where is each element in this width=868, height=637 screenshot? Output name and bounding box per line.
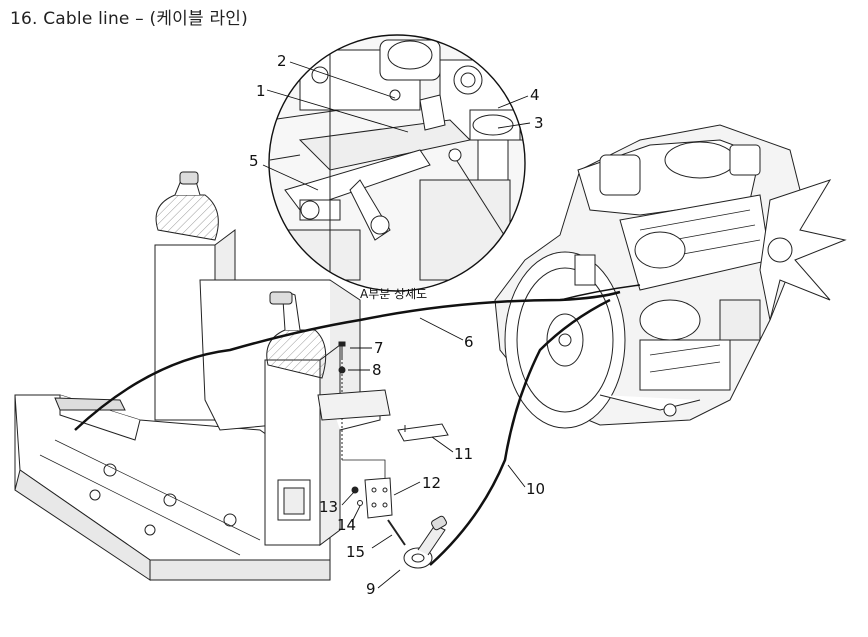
callout-3: 3 [534, 114, 544, 132]
callout-1: 1 [256, 82, 266, 100]
callout-6: 6 [464, 333, 474, 351]
callout-11: 11 [454, 445, 473, 463]
control-frame [14, 171, 381, 581]
page-title: 16. Cable line – (케이블 라인) [10, 9, 248, 29]
callout-5: 5 [249, 152, 259, 170]
callout-10: 10 [526, 480, 545, 498]
cables [74, 284, 641, 566]
callout-13: 13 [319, 498, 338, 516]
callout-8: 8 [372, 361, 382, 379]
callout-numbers: 1 2 3 4 5 6 7 8 9 10 11 12 13 14 15 [249, 52, 545, 598]
detail-caption: A부분 상세도 [360, 287, 427, 301]
engine [494, 124, 847, 429]
callout-7: 7 [374, 339, 384, 357]
callout-15: 15 [346, 543, 365, 561]
callout-2: 2 [277, 52, 287, 70]
parts [317, 341, 449, 569]
leader-lines [262, 61, 531, 589]
callout-12: 12 [422, 474, 441, 492]
callout-9: 9 [366, 580, 376, 598]
callout-14: 14 [337, 516, 356, 534]
callout-4: 4 [530, 86, 540, 104]
detail-a-inset: A부분 상세도 [268, 34, 526, 301]
